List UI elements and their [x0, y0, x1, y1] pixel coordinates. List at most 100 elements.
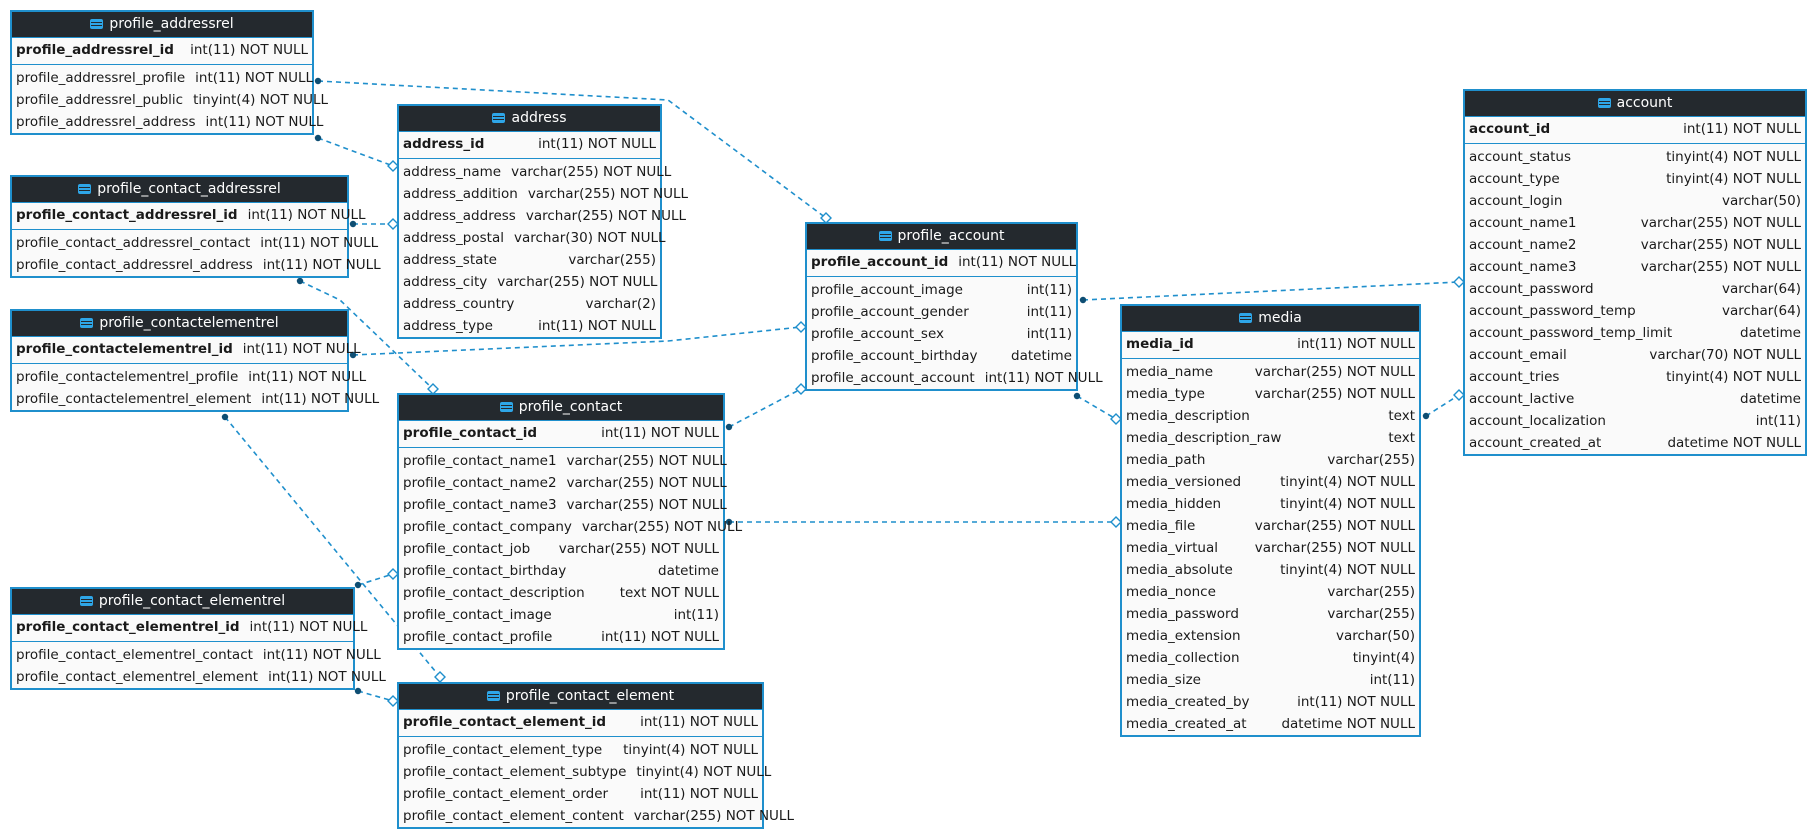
table-header[interactable]: profile_contact_addressrel	[12, 177, 347, 203]
column-type: tinyint(4) NOT NULL	[1666, 171, 1801, 187]
table-header[interactable]: profile_contact_elementrel	[12, 589, 353, 615]
table-header[interactable]: profile_contact	[399, 395, 723, 421]
table-title: address	[511, 110, 567, 126]
table-header[interactable]: address	[399, 106, 660, 132]
table-header[interactable]: profile_contact_element	[399, 684, 762, 710]
table-header[interactable]: media	[1122, 306, 1419, 332]
column-type: varchar(255) NOT NULL	[1640, 215, 1801, 231]
table-header[interactable]: account	[1465, 91, 1805, 117]
table-header[interactable]: profile_contactelementrel	[12, 311, 347, 337]
table-header[interactable]: profile_account	[807, 224, 1076, 250]
table-header[interactable]: profile_addressrel	[12, 12, 312, 38]
column-type: varchar(64)	[1721, 303, 1801, 319]
